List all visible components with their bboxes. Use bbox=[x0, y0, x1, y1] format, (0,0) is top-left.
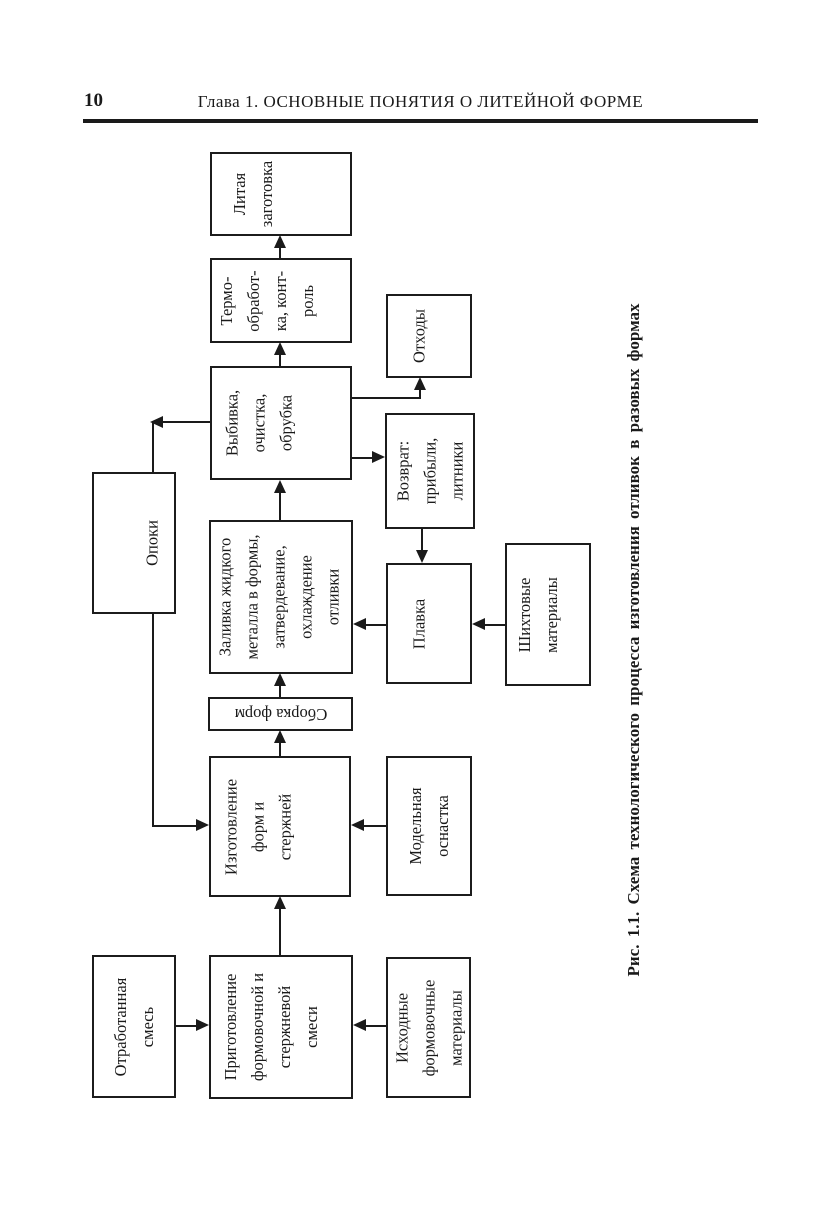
arrowhead bbox=[351, 819, 364, 831]
box-shakeout-cleaning-cutting: Выбивка, очистка, обрубка bbox=[210, 366, 352, 480]
box-pattern-tooling: Модельная оснастка bbox=[386, 756, 472, 896]
arrow-segment bbox=[279, 742, 281, 756]
box-sand-preparation: Приготовление формовочной и стержневой с… bbox=[209, 955, 353, 1099]
arrow-segment bbox=[365, 1025, 386, 1027]
box-mold-core-making: Изготовление форм и стержней bbox=[209, 756, 351, 897]
arrow-segment bbox=[176, 1025, 197, 1027]
box-raw-molding-materials-label: Исходные формовочные материалы bbox=[392, 979, 465, 1076]
page-number: 10 bbox=[84, 90, 103, 111]
arrowhead bbox=[274, 342, 286, 355]
box-mold-assembly: Сборка форм bbox=[208, 697, 353, 731]
arrowhead bbox=[274, 480, 286, 493]
arrow-segment bbox=[421, 528, 423, 551]
arrowhead bbox=[353, 1019, 366, 1031]
arrowhead bbox=[274, 896, 286, 909]
arrow-segment bbox=[279, 354, 281, 366]
box-returns-risers-gates: Возврат: прибыли, литники bbox=[385, 413, 475, 529]
arrowhead bbox=[274, 235, 286, 248]
box-mold-core-making-label: Изготовление форм и стержней bbox=[221, 778, 295, 875]
box-sand-preparation-label: Приготовление формовочной и стержневой с… bbox=[221, 972, 321, 1082]
box-cast-blank-label: Литая заготовка bbox=[230, 160, 276, 228]
box-shakeout-cleaning-cutting-label: Выбивка, очистка, обрубка bbox=[222, 389, 296, 457]
arrowhead bbox=[196, 819, 209, 831]
box-heat-treatment-control-label: Термо- обработ- ка, конт- роль bbox=[217, 269, 317, 332]
figure-caption-text: Рис. 1.1. Схема технологического процесс… bbox=[624, 303, 643, 977]
running-header: Глава 1. ОСНОВНЫЕ ПОНЯТИЯ О ЛИТЕЙНОЙ ФОР… bbox=[197, 92, 644, 111]
arrowhead bbox=[416, 550, 428, 563]
box-waste: Отходы bbox=[386, 294, 472, 378]
arrowhead bbox=[372, 451, 385, 463]
arrowhead bbox=[274, 730, 286, 743]
arrow-segment bbox=[365, 624, 386, 626]
arrow-segment bbox=[152, 613, 154, 827]
box-flasks: Опоки bbox=[92, 472, 176, 614]
arrow-segment bbox=[152, 421, 154, 472]
box-pouring-solidification-cooling: Заливка жидкого металла в формы, затверд… bbox=[209, 520, 353, 674]
arrow-segment bbox=[279, 685, 281, 697]
box-cast-blank: Литая заготовка bbox=[210, 152, 352, 236]
box-melting-label: Плавка bbox=[409, 598, 429, 649]
arrowhead bbox=[274, 673, 286, 686]
box-waste-label: Отходы bbox=[409, 309, 429, 364]
arrow-segment bbox=[352, 397, 421, 399]
arrow-segment bbox=[152, 825, 197, 827]
arrow-segment bbox=[352, 457, 373, 459]
box-melting: Плавка bbox=[386, 563, 472, 684]
box-mold-assembly-label: Сборка форм bbox=[234, 705, 327, 724]
arrow-segment bbox=[162, 421, 210, 423]
box-returns-risers-gates-label: Возврат: прибыли, литники bbox=[393, 437, 467, 505]
box-spent-sand-label: Отработанная смесь bbox=[111, 977, 157, 1076]
box-raw-molding-materials: Исходные формовочные материалы bbox=[386, 957, 471, 1098]
figure-caption: Рис. 1.1. Схема технологического процесс… bbox=[602, 268, 666, 1012]
arrowhead bbox=[472, 618, 485, 630]
box-heat-treatment-control: Термо- обработ- ка, конт- роль bbox=[210, 258, 352, 343]
arrowhead bbox=[196, 1019, 209, 1031]
arrow-segment bbox=[279, 247, 281, 258]
arrow-segment bbox=[419, 388, 421, 399]
arrow-segment bbox=[279, 492, 281, 520]
box-charge-materials: Шихтовые материалы bbox=[505, 543, 591, 686]
box-flasks-label: Опоки bbox=[142, 520, 162, 566]
arrowhead bbox=[414, 377, 426, 390]
arrow-segment bbox=[279, 908, 281, 955]
arrow-segment bbox=[363, 825, 386, 827]
box-pattern-tooling-label: Модельная оснастка bbox=[406, 787, 452, 865]
box-pouring-solidification-cooling-label: Заливка жидкого металла в формы, затверд… bbox=[215, 534, 343, 660]
box-charge-materials-label: Шихтовые материалы bbox=[515, 576, 561, 653]
arrowhead bbox=[353, 618, 366, 630]
header-rule bbox=[83, 119, 758, 123]
box-spent-sand: Отработанная смесь bbox=[92, 955, 176, 1098]
arrow-segment bbox=[484, 624, 505, 626]
